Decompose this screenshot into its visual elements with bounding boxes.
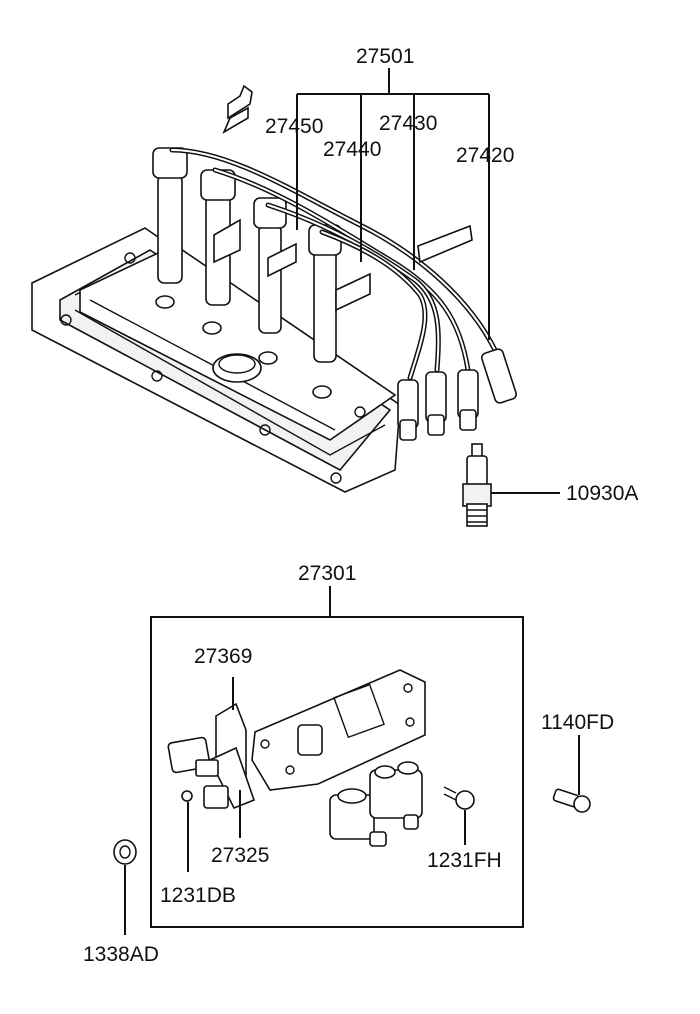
wire-clips	[213, 84, 473, 312]
part-labels: 27501 27450 27430 27440 27420 10930A 273…	[83, 45, 638, 966]
spark-plug	[462, 443, 492, 527]
label-1231db: 1231DB	[160, 884, 236, 907]
label-27420: 27420	[456, 144, 514, 167]
label-27430: 27430	[379, 112, 437, 135]
ignition-coils	[329, 761, 423, 847]
label-27325: 27325	[211, 844, 269, 867]
label-1140fd: 1140FD	[541, 711, 614, 734]
ignition-wire-set	[169, 147, 498, 381]
label-1338ad: 1338AD	[83, 943, 159, 966]
leader-lines-lower	[124, 677, 580, 935]
bolt-1140fd	[552, 788, 591, 813]
coil-bracket	[251, 669, 426, 791]
coil-assembly-box	[150, 586, 524, 928]
label-27369: 27369	[194, 645, 252, 668]
label-27501: 27501	[356, 45, 414, 68]
leader-lines-upper	[296, 68, 560, 494]
wire-terminals	[397, 348, 517, 441]
bolt-1231fh	[443, 786, 475, 810]
ignitor-module	[167, 702, 256, 810]
cylinder-head-cover	[31, 227, 401, 493]
label-1231fh: 1231FH	[427, 849, 502, 872]
nut-1338ad	[113, 839, 137, 865]
label-27301: 27301	[298, 562, 356, 585]
label-27440: 27440	[323, 138, 381, 161]
label-10930a: 10930A	[566, 482, 638, 505]
label-27450: 27450	[265, 115, 323, 138]
